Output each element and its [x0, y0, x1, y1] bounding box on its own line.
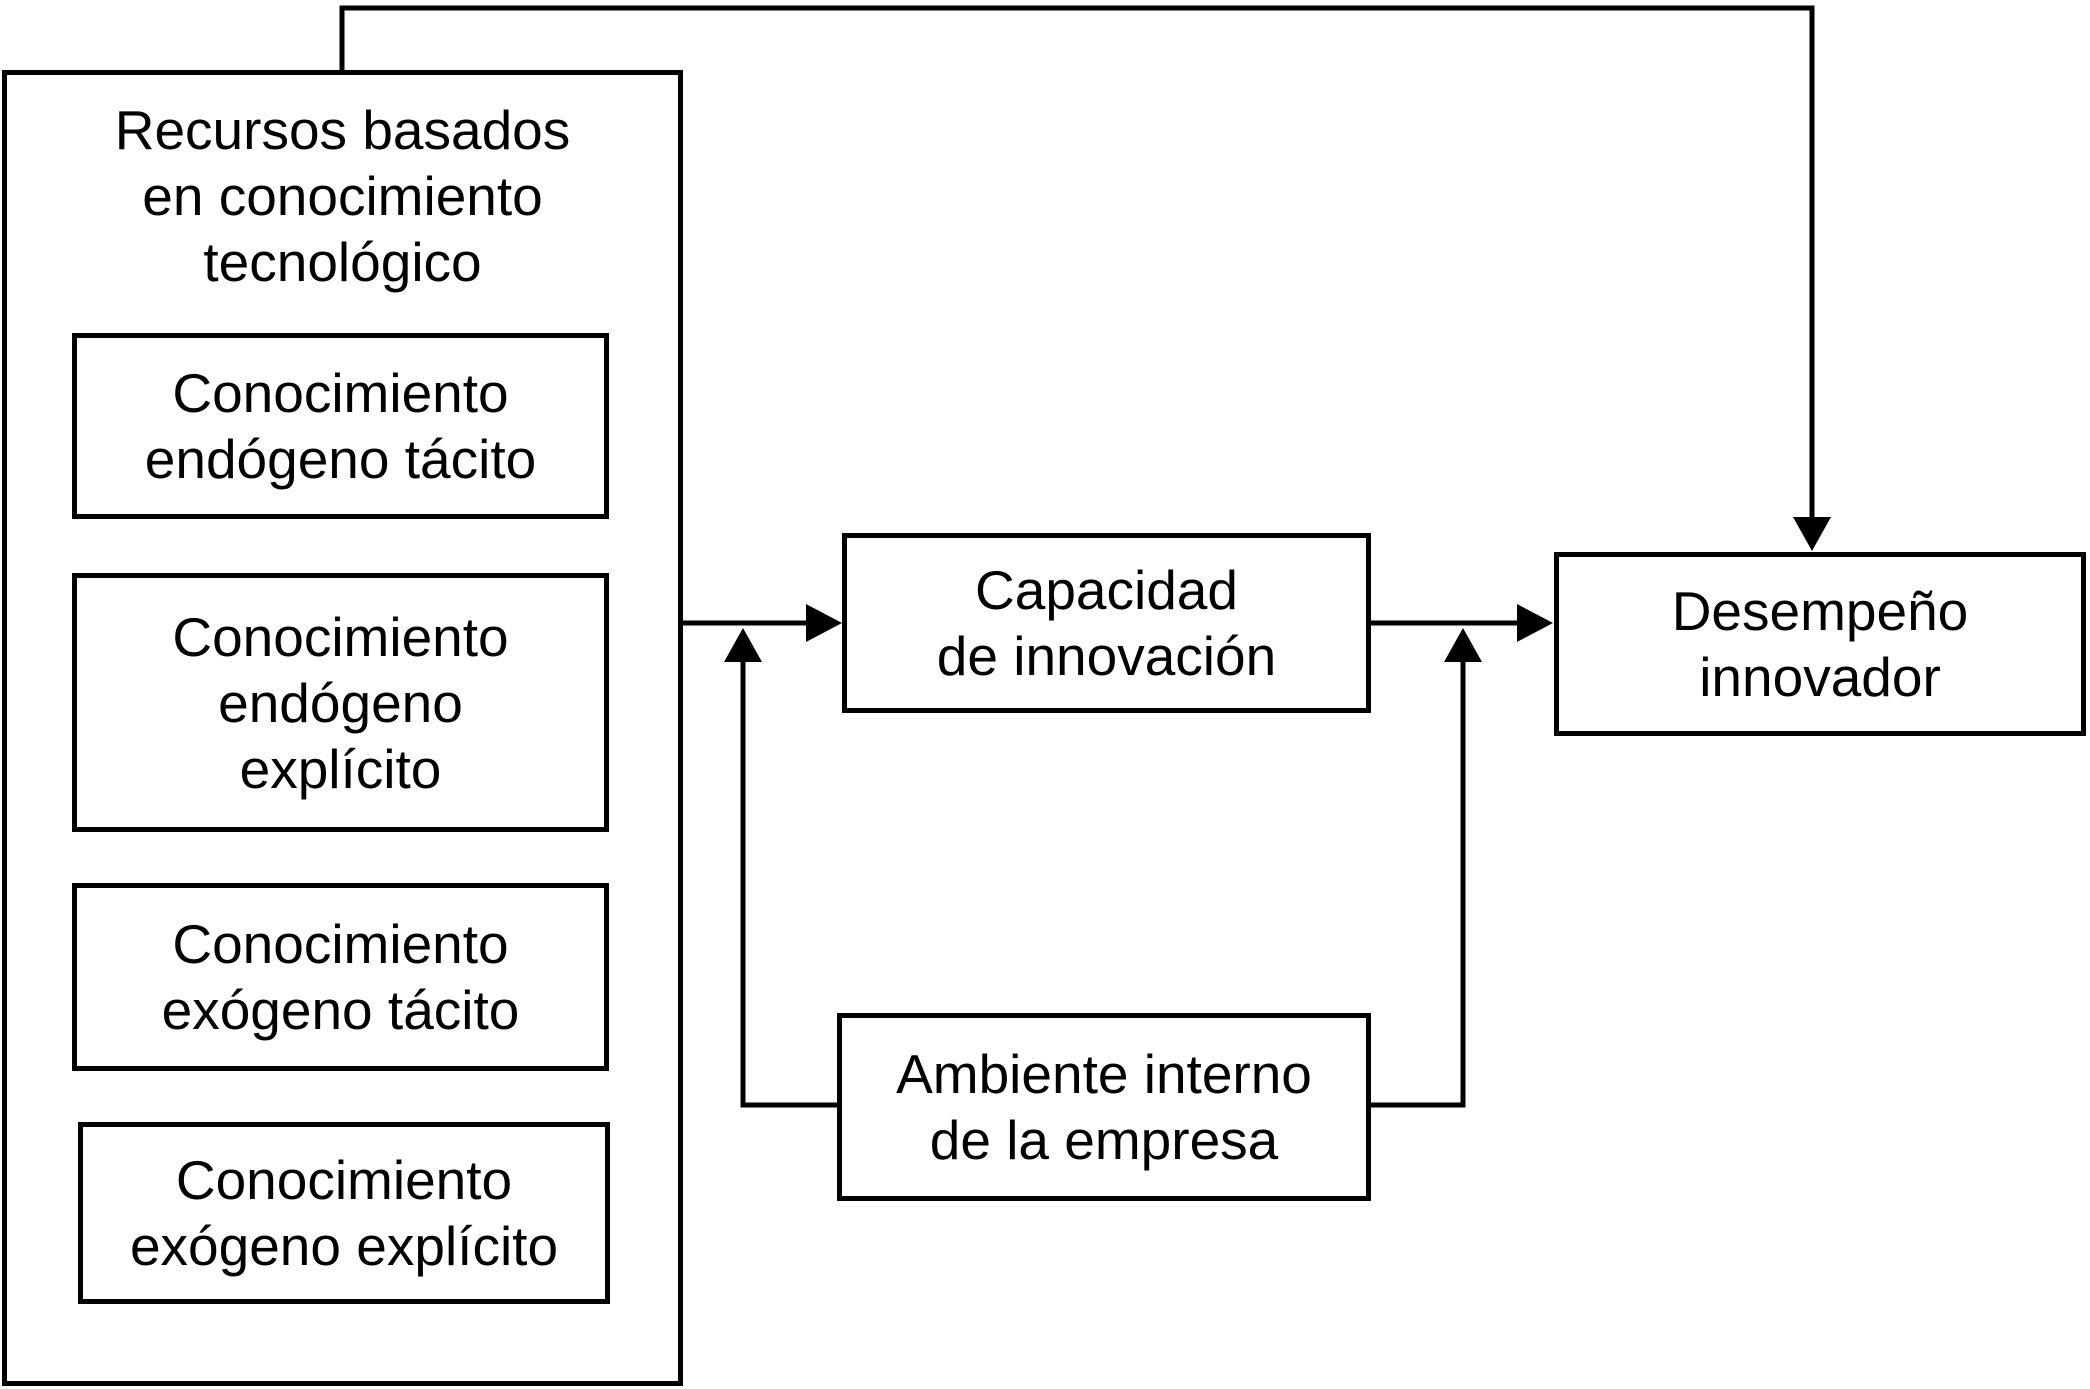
node-conocimiento-endogeno-tacito: Conocimiento endógeno tácito: [72, 333, 609, 519]
node-desempeno-innovador: Desempeño innovador: [1554, 552, 2086, 736]
node-label: Conocimiento endógeno tácito: [144, 362, 537, 490]
arrowhead-right-icon: [1517, 604, 1553, 642]
arrowhead-up-icon: [1444, 628, 1482, 662]
node-label: Capacidad de innovación: [936, 559, 1277, 687]
node-ambiente-interno: Ambiente interno de la empresa: [837, 1013, 1371, 1201]
edge-ambiente-moderates-recursos-capacidad: [724, 628, 839, 1108]
arrowhead-right-icon: [806, 604, 842, 642]
node-label: Desempeño innovador: [1671, 580, 1969, 708]
node-recursos-title: Recursos basados en conocimiento tecnoló…: [114, 99, 571, 293]
arrowhead-down-icon: [1793, 517, 1831, 551]
node-label: Ambiente interno de la empresa: [896, 1043, 1312, 1171]
node-label: Conocimiento exógeno tácito: [161, 913, 520, 1041]
edge-recursos-to-capacidad: [682, 604, 842, 642]
node-conocimiento-exogeno-tacito: Conocimiento exógeno tácito: [72, 883, 609, 1071]
node-conocimiento-endogeno-explicito: Conocimiento endógeno explícito: [72, 573, 609, 832]
node-capacidad-de-innovacion: Capacidad de innovación: [842, 533, 1371, 713]
edge-recursos-to-desempeno-top: [339, 5, 1831, 551]
edge-ambiente-moderates-capacidad-desempeno: [1370, 628, 1482, 1108]
node-label: Conocimiento exógeno explícito: [129, 1149, 559, 1277]
arrowhead-up-icon: [724, 628, 762, 662]
edge-capacidad-to-desempeno: [1370, 604, 1553, 642]
node-label: Conocimiento endógeno explícito: [172, 605, 509, 800]
node-conocimiento-exogeno-explicito: Conocimiento exógeno explícito: [78, 1122, 610, 1304]
